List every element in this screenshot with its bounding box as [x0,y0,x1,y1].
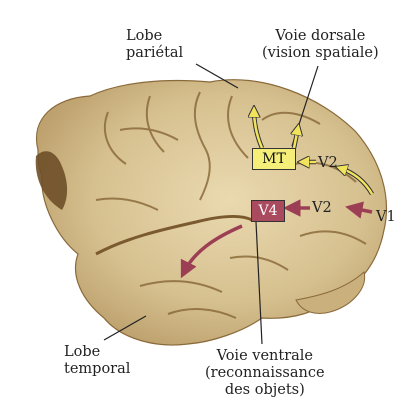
voie-ventrale-label: Voie ventrale (reconnaissance des objets… [205,348,325,399]
area-v2-upper-label: V2 [318,155,338,172]
lobe-parietal-label: Lobe pariétal [126,28,183,62]
voie-dorsale-line1: Voie dorsale [262,28,379,45]
voie-dorsale-label: Voie dorsale (vision spatiale) [262,28,379,62]
area-v4-box: V4 [251,200,285,222]
lobe-temporal-line1: Lobe [64,344,130,361]
area-mt-box: MT [252,148,296,170]
lobe-temporal-label: Lobe temporal [64,344,130,378]
lobe-parietal-line1: Lobe [126,28,183,45]
area-v1-label: V1 [376,209,396,226]
lobe-temporal-line2: temporal [64,361,130,378]
voie-ventrale-line1: Voie ventrale [205,348,325,365]
voie-dorsale-line2: (vision spatiale) [262,45,379,62]
voie-ventrale-line2: (reconnaissance [205,365,325,382]
area-v2-lower-label: V2 [312,200,332,217]
voie-ventrale-line3: des objets) [205,382,325,399]
lobe-parietal-line2: pariétal [126,45,183,62]
